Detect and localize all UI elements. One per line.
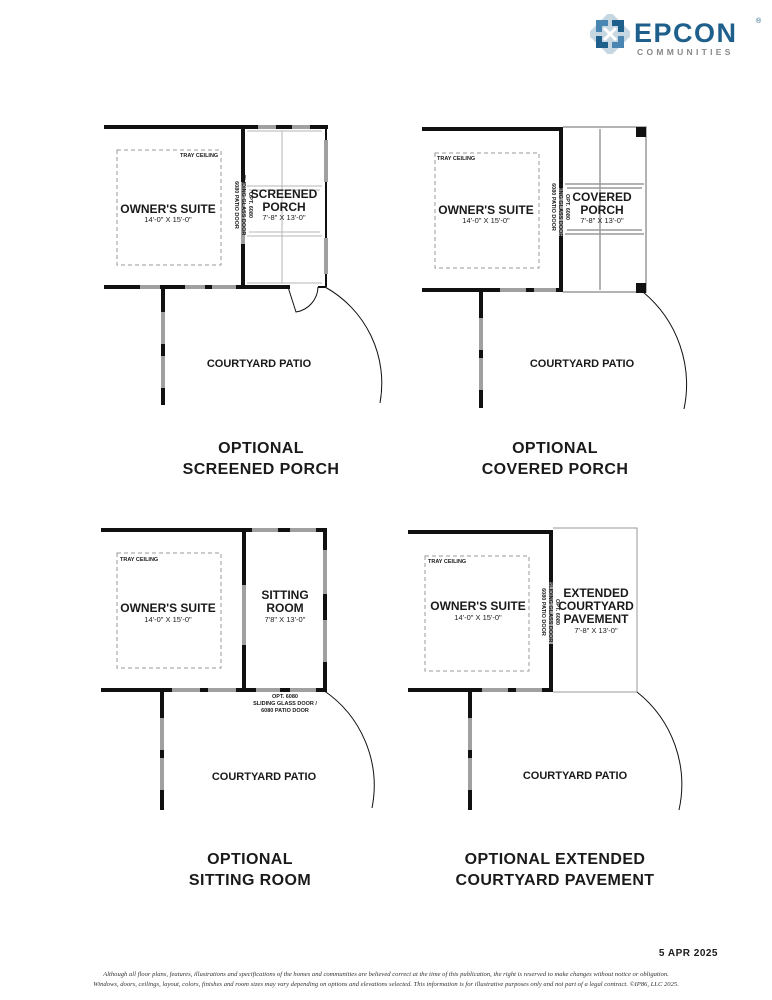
tray-ceiling-outline (424, 555, 530, 672)
door-callout-text: OPT. 6080 (272, 694, 298, 700)
patio-label: COURTYARD PATIO (212, 771, 317, 783)
plan-sitting-room: TRAY CEILING OWNER'S SUITE 14'-0" X 15'-… (101, 528, 375, 810)
windows (140, 125, 328, 388)
room-name: COURTYARD (558, 599, 634, 613)
room-name: SITTING (261, 588, 308, 602)
door-callout: OPT. 6080 SLIDING GLASS DOOR / 6080 PATI… (253, 694, 317, 714)
plan-extended-courtyard-pavement: TRAY CEILING OWNER'S SUITE 14'-0" X 15'-… (408, 527, 683, 811)
tray-ceiling-outline (116, 552, 222, 669)
room-dimensions: 14'-0" X 15'-0" (144, 615, 192, 624)
walls (101, 528, 327, 810)
room-name: OWNER'S SUITE (120, 601, 216, 615)
door-callout-text: SLIDING GLASS DOOR (240, 175, 246, 236)
porch-post (636, 283, 646, 293)
covered-porch-outline (563, 126, 647, 293)
patio-label: COURTYARD PATIO (523, 770, 628, 782)
door-callout-text: OPT. 6080 (247, 192, 253, 218)
door-swing (642, 291, 688, 410)
door-callout: OPT. 6080 SLIDING GLASS DOOR 6080 PATIO … (233, 175, 253, 236)
windows (479, 188, 563, 390)
tray-ceiling-label: TRAY CEILING (120, 557, 158, 563)
room-name: PAVEMENT (564, 612, 630, 626)
room-dimensions: 14'-0" X 15'-0" (144, 215, 192, 224)
brand-tagline: COMMUNITIES (637, 47, 734, 57)
door-callout: OPT. 6080 SLIDING GLASS DOOR 6080 PATIO … (550, 177, 570, 238)
door-callout-text: SLIDING GLASS DOOR (547, 582, 553, 643)
tray-ceiling-label: TRAY CEILING (180, 153, 218, 159)
door-callout-text: SLIDING GLASS DOOR / (253, 701, 317, 707)
brand-name: EPCON (634, 18, 738, 48)
patio-label: COURTYARD PATIO (530, 358, 635, 370)
room-dimensions: 7'-8" X 13'-0" (580, 216, 624, 225)
door-callout-text: 6080 PATIO DOOR (233, 181, 239, 229)
door-callout: OPT. 6080 SLIDING GLASS DOOR 6080 PATIO … (540, 582, 560, 643)
room-dimensions: 14'-0" X 15'-0" (462, 216, 510, 225)
porch-panel-lines (247, 130, 322, 284)
plan-screened-porch: TRAY CEILING OWNER'S SUITE 14'-0" X 15'-… (104, 125, 383, 405)
epcon-logo-icon (590, 14, 630, 54)
tray-ceiling-outline (116, 149, 222, 266)
room-dimensions: 14'-0" X 15'-0" (454, 613, 502, 622)
tray-ceiling-label: TRAY CEILING (437, 156, 475, 162)
door-callout-text: SLIDING GLASS DOOR (557, 177, 563, 238)
door-callout-text: 6080 PATIO DOOR (540, 588, 546, 636)
room-name: PORCH (262, 200, 305, 214)
door-callout-text: 6080 PATIO DOOR (261, 708, 309, 714)
room-name: ROOM (266, 601, 303, 615)
door-callout-text: OPT. 6080 (564, 194, 570, 220)
room-name: COVERED (572, 190, 632, 204)
room-name: EXTENDED (563, 586, 629, 600)
tray-ceiling-outline (434, 152, 540, 269)
pavement-outline (553, 527, 638, 693)
door-callout-text: 6080 PATIO DOOR (550, 183, 556, 231)
door-swings (287, 286, 383, 404)
room-name: SCREENED (251, 187, 318, 201)
windows (468, 582, 553, 790)
room-dimensions: 7'8" X 13'-0" (265, 615, 306, 624)
room-name: OWNER'S SUITE (438, 203, 534, 217)
room-dimensions: 7'-8" X 13'-0" (262, 213, 306, 222)
porch-post (636, 127, 646, 137)
room-name: OWNER'S SUITE (120, 202, 216, 216)
walls (408, 530, 553, 810)
plan-covered-porch: TRAY CEILING OWNER'S SUITE 14'-0" X 15'-… (422, 126, 688, 410)
epcon-logo: EPCON ® COMMUNITIES (590, 14, 762, 58)
patio-label: COURTYARD PATIO (207, 358, 312, 370)
windows (160, 528, 327, 790)
room-name: PORCH (580, 203, 623, 217)
floor-plans-drawing: TRAY CEILING OWNER'S SUITE 14'-0" X 15'-… (101, 125, 688, 811)
door-swing (322, 689, 375, 809)
tray-ceiling-label: TRAY CEILING (428, 559, 466, 565)
publication-date: 5 APR 2025 (658, 948, 718, 959)
legal-disclaimer: Although all floor plans, features, illu… (93, 971, 679, 988)
door-swing (636, 691, 683, 811)
room-dimensions: 7'-8" X 13'-0" (574, 626, 618, 635)
brand-registered-mark: ® (756, 18, 762, 25)
door-callout-text: OPT. 6080 (554, 599, 560, 625)
room-name: OWNER'S SUITE (430, 599, 526, 613)
